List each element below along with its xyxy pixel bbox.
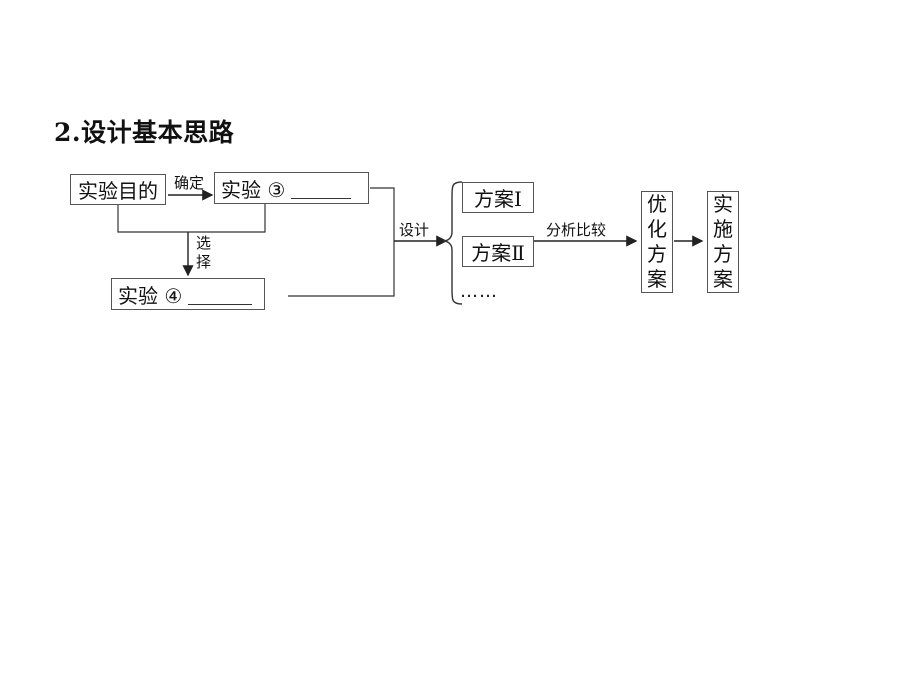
answer-blank-4 — [188, 284, 253, 305]
section-title: 2.设计基本思路 — [54, 118, 235, 147]
node-materials: 实验 ④ — [111, 278, 265, 310]
merge-line — [288, 187, 395, 297]
node-optimize: 优 化 方 案 — [641, 191, 673, 293]
bracket-select — [117, 204, 266, 233]
answer-blank-3 — [291, 178, 352, 199]
curly-brace — [442, 181, 463, 305]
node-implement: 实 施 方 案 — [707, 191, 739, 293]
label-compare: 分析比较 — [546, 221, 607, 239]
node-plan1: 方案Ⅰ — [462, 182, 534, 213]
node-plan2: 方案Ⅱ — [462, 236, 534, 267]
label-determine: 确定 — [174, 174, 205, 192]
node-principle: 实验 ③ — [214, 172, 369, 204]
node-purpose: 实验目的 — [70, 174, 166, 205]
node-more: …… — [460, 281, 498, 302]
label-choose: 选 择 — [196, 234, 212, 271]
label-design: 设计 — [399, 221, 430, 239]
